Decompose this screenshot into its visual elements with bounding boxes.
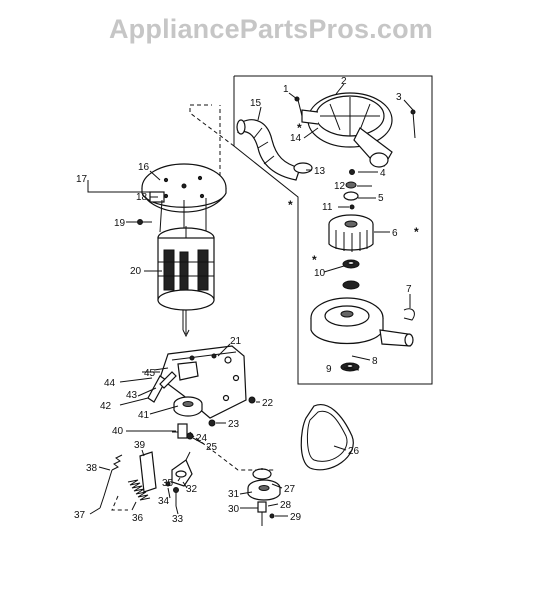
callout-7: 7 <box>406 284 412 295</box>
hose-clamp <box>293 162 313 174</box>
motor-mount-plate <box>141 163 227 233</box>
callout-38: 38 <box>86 463 98 474</box>
callout-12: 12 <box>334 181 346 192</box>
callout-39: 39 <box>134 440 146 451</box>
callout-4: 4 <box>380 168 386 179</box>
callout-36: 36 <box>132 513 144 524</box>
callout-labels: 1 2 3 4 5 6 7 8 9 10 11 12 13 14 15 16 1… <box>74 76 419 525</box>
callout-11: 11 <box>322 202 333 213</box>
asterisk-mark-10: * <box>312 253 317 267</box>
motor-bolt <box>137 219 152 225</box>
asterisk-mark-right: * <box>414 225 419 239</box>
callout-31: 31 <box>228 489 240 500</box>
asterisk-mark-14: * <box>297 121 302 135</box>
transmission-pulley <box>247 468 281 526</box>
callout-3: 3 <box>396 92 402 103</box>
callout-28: 28 <box>280 500 292 511</box>
callout-18: 18 <box>136 192 148 203</box>
callout-5: 5 <box>378 193 384 204</box>
bracket-bolt <box>248 396 256 404</box>
pivot-bracket <box>171 451 193 487</box>
callout-13: 13 <box>314 166 326 177</box>
pivot-bolts <box>165 481 179 506</box>
adjusting-rod <box>139 451 157 493</box>
asterisk-mark-box: * <box>288 198 293 212</box>
pump-small-hardware <box>343 169 359 210</box>
callout-26: 26 <box>348 446 360 457</box>
pump-impeller <box>328 214 374 252</box>
callout-40: 40 <box>112 426 124 437</box>
callout-44: 44 <box>104 378 116 389</box>
callout-15: 15 <box>250 98 262 109</box>
leader-lines <box>87 83 414 517</box>
callout-2: 2 <box>341 76 347 87</box>
mounting-bracket <box>159 345 247 419</box>
callout-20: 20 <box>130 266 142 277</box>
callout-27: 27 <box>284 484 296 495</box>
callout-17: 17 <box>76 174 88 185</box>
callout-1: 1 <box>283 84 289 95</box>
callout-33: 33 <box>172 514 184 525</box>
pump-assembly-group <box>189 75 433 385</box>
pump-hose <box>236 119 301 181</box>
callout-29: 29 <box>290 512 302 523</box>
callout-45: 45 <box>144 368 156 379</box>
pump-base <box>310 297 414 347</box>
callout-21: 21 <box>230 336 242 347</box>
small-spring <box>99 454 123 509</box>
tension-lever <box>147 367 177 403</box>
callout-32: 32 <box>186 484 198 495</box>
drive-motor <box>157 226 215 338</box>
callout-14: 14 <box>290 133 302 144</box>
callout-25: 25 <box>206 442 218 453</box>
callout-43: 43 <box>126 390 138 401</box>
callout-9: 9 <box>326 364 332 375</box>
watermark-logo: AppliancePartsPros.com <box>108 14 433 44</box>
callout-42: 42 <box>100 401 112 412</box>
callout-35: 35 <box>162 478 174 489</box>
large-spring <box>111 479 151 511</box>
pump-seal <box>342 259 360 290</box>
motor-pulley <box>173 396 203 417</box>
callout-30: 30 <box>228 504 240 515</box>
pump-clip <box>403 308 415 321</box>
callout-16: 16 <box>138 162 150 173</box>
callout-24: 24 <box>196 433 208 444</box>
bracket-nut <box>208 419 216 427</box>
drive-belt <box>300 404 354 471</box>
callout-34: 34 <box>158 496 170 507</box>
callout-6: 6 <box>392 228 398 239</box>
callout-37: 37 <box>74 510 86 521</box>
callout-8: 8 <box>372 356 378 367</box>
pump-housing-cover <box>301 92 393 168</box>
callout-41: 41 <box>138 410 150 421</box>
callout-22: 22 <box>262 398 274 409</box>
callout-23: 23 <box>228 419 240 430</box>
callout-10: 10 <box>314 268 326 279</box>
callout-19: 19 <box>114 218 126 229</box>
